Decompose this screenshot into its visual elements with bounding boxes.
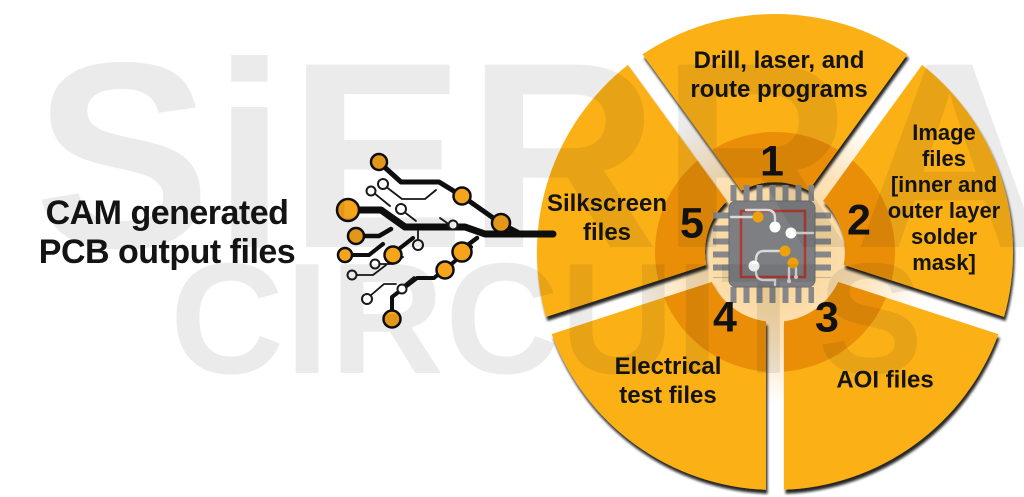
wedge-number-2: 2 — [847, 196, 871, 245]
chip-white-dots — [748, 221, 797, 272]
wedge-1 — [642, 14, 908, 191]
wedge-label-electrical-test-files: Electrical test files — [614, 353, 722, 409]
white-pads — [346, 178, 459, 305]
microchip-icon — [713, 185, 831, 303]
chip-orange-dots — [752, 211, 799, 269]
wedge-number-1: 1 — [760, 137, 784, 186]
title-line-2: PCB output files — [38, 233, 296, 271]
wedge-4 — [551, 282, 766, 490]
wedge-number-4: 4 — [713, 293, 737, 342]
wedge-number-3: 3 — [815, 293, 839, 342]
orange-pads — [335, 152, 512, 329]
wedge-5 — [536, 64, 727, 317]
wedge-2 — [823, 64, 1014, 317]
page-title: CAM generated PCB output files — [6, 194, 328, 272]
wedge-number-5: 5 — [680, 199, 704, 248]
circuit-tree-illustration — [335, 152, 557, 329]
wedge-label-image-files: Image files [inner and outer layer solde… — [887, 120, 1001, 275]
title-line-1: CAM generated — [45, 194, 289, 232]
wedge-label-drill-laser-route: Drill, laser, and route programs — [690, 47, 868, 103]
wedge-label-silkscreen-files: Silkscreen files — [546, 190, 668, 246]
wedge-label-aoi-files: AOI files — [836, 366, 934, 394]
wedge-3 — [784, 282, 999, 490]
